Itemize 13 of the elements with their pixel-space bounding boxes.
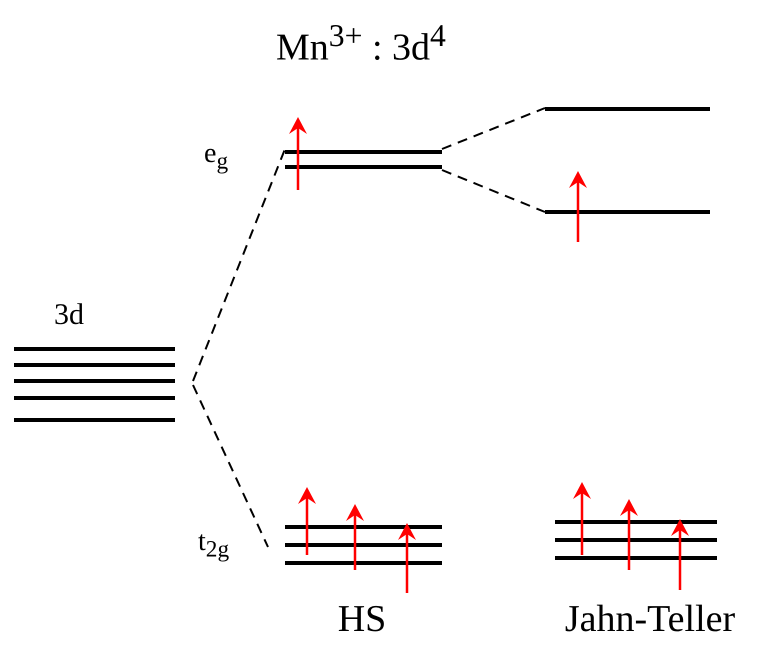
diagram-title: Mn$^{3+}$ : 3d$^{4}$ — [276, 20, 446, 67]
column-label: Jahn-Teller — [564, 600, 736, 638]
dashed-connector — [442, 169, 546, 213]
level-label: t$_{2g}$ — [198, 528, 230, 562]
level-label: 3d — [54, 300, 84, 330]
energy-level-group — [545, 207, 710, 217]
energy-level-group — [545, 104, 710, 114]
dashed-connector — [442, 107, 546, 150]
dashed-connector — [192, 148, 286, 382]
column-label: HS — [338, 600, 386, 638]
energy-level-group — [555, 517, 717, 563]
level-label: e$_{g}$ — [204, 140, 228, 174]
dashed-connector — [192, 384, 269, 548]
